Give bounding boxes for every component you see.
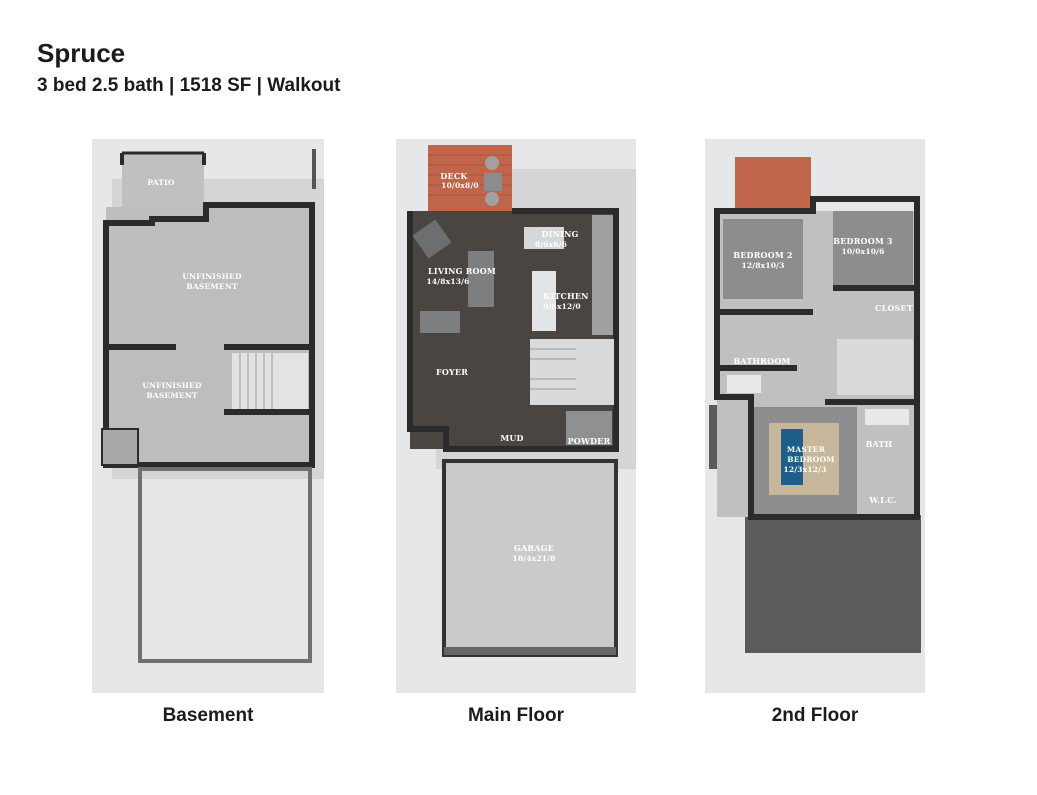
room-dim-dining: 8/6x6/6 [535,240,567,249]
room-dim-garage: 18/4x21/8 [512,554,555,563]
caption-basement: Basement [162,705,254,726]
room-dim-deck: 10/0x8/0 [441,181,479,190]
main-floor-plan: DECK 10/0x8/0 DINING 8/6x6/6 LIVING ROOM… [396,139,636,693]
room-label-unfinished-1b: BASEMENT [186,282,238,291]
room-label-kitchen: KITCHEN [543,291,588,301]
room-dim-kitchen: 9/8x12/0 [543,302,581,311]
room-label-unfinished-1a: UNFINISHED [182,272,242,281]
page-title: Spruce [37,38,126,68]
room-label-bath: BATH [866,439,893,449]
room-dim-bedroom3: 10/0x10/6 [841,247,884,256]
room-label-bedroom2: BEDROOM 2 [733,250,792,260]
room-label-unfinished-2a: UNFINISHED [142,381,202,390]
caption-main-floor: Main Floor [467,705,565,726]
room-dim-master: 12/3x12/3 [783,465,826,474]
room-label-master-a: MASTER [787,445,826,454]
room-label-living: LIVING ROOM [428,266,496,276]
main-floor-plan-drawing: DECK 10/0x8/0 DINING 8/6x6/6 LIVING ROOM… [396,139,636,693]
page-subtitle: 3 bed 2.5 bath | 1518 SF | Walkout [37,75,341,96]
room-label-foyer: FOYER [436,367,468,377]
basement-plan-drawing: PATIO UNFINISHED BASEMENT UNFINISHED BAS… [92,139,324,693]
room-label-dining: DINING [541,229,578,239]
room-dim-living: 14/8x13/6 [426,277,469,286]
room-label-patio: PATIO [147,178,174,187]
caption-second-floor: 2nd Floor [771,705,859,726]
room-label-powder: POWDER [568,436,611,446]
second-floor-plan-drawing: BEDROOM 2 12/8x10/3 BEDROOM 3 10/0x10/6 … [705,139,925,693]
room-label-mud: MUD [500,433,523,443]
room-label-unfinished-2b: BASEMENT [146,391,198,400]
room-label-bedroom3: BEDROOM 3 [833,236,893,246]
room-label-master-b: BEDROOM [787,455,835,464]
second-floor-plan: BEDROOM 2 12/8x10/3 BEDROOM 3 10/0x10/6 … [705,139,925,693]
room-label-deck: DECK [440,171,468,181]
room-label-bathroom: BATHROOM [733,356,790,366]
room-label-garage: GARAGE [514,543,554,553]
basement-plan: PATIO UNFINISHED BASEMENT UNFINISHED BAS… [92,139,324,693]
room-dim-bedroom2: 12/8x10/3 [741,261,784,270]
room-label-wic: W.I.C. [868,495,896,505]
room-label-closet: CLOSET [875,303,913,313]
